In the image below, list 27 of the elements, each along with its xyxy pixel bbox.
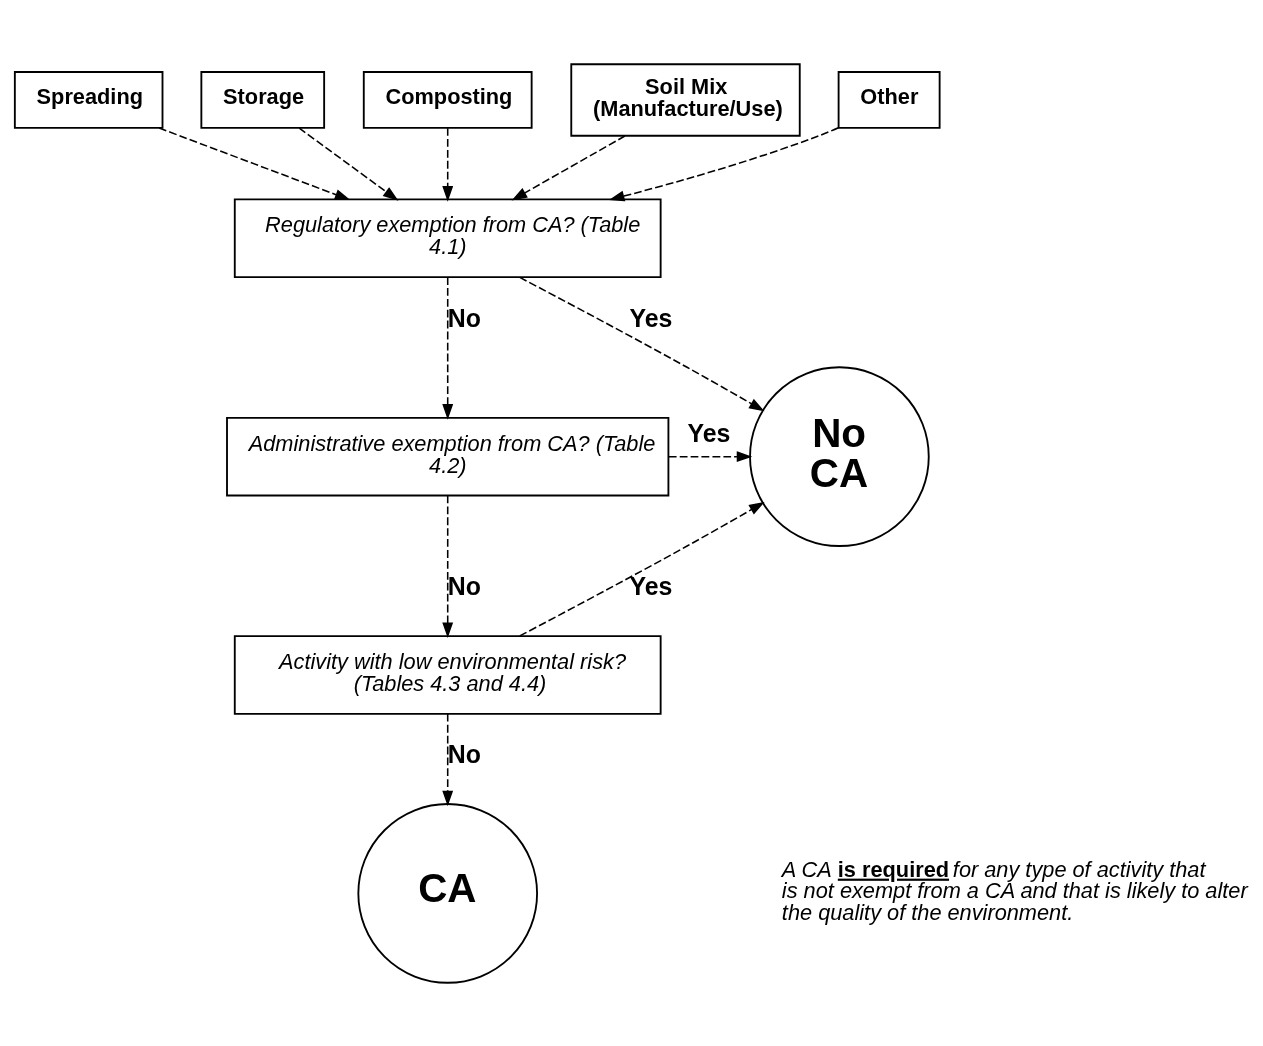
node-circle: CA bbox=[357, 802, 538, 984]
arrow bbox=[442, 494, 454, 638]
arrow bbox=[298, 126, 399, 201]
arrow bbox=[667, 450, 753, 462]
arrow bbox=[519, 501, 765, 637]
edge-label: No bbox=[447, 303, 481, 332]
node-box: Storage bbox=[200, 70, 326, 129]
arrow bbox=[442, 712, 454, 806]
edge-label: No bbox=[447, 571, 481, 600]
node-box: Soil Mix (Manufacture/Use) bbox=[570, 62, 801, 137]
node-box: Other bbox=[837, 70, 941, 129]
node-box: Activity with low environmental risk? (Tables 4.3 and 4.4) bbox=[233, 634, 662, 715]
edge-label: Yes bbox=[629, 571, 673, 600]
edge-label: No bbox=[447, 739, 481, 768]
arrow bbox=[519, 276, 765, 411]
node-box: Administrative exemption from CA? (Table 4.2) bbox=[226, 416, 670, 496]
node-box: Composting bbox=[362, 70, 533, 129]
arrow bbox=[442, 276, 454, 420]
node-box: Regulatory exemption from CA? (Table 4.1) bbox=[233, 198, 662, 278]
node-box: Spreading bbox=[13, 70, 164, 129]
arrow bbox=[442, 126, 454, 202]
arrow bbox=[158, 126, 351, 200]
arrow bbox=[608, 126, 840, 201]
edge-label: Yes bbox=[687, 418, 731, 447]
edge-label: Yes bbox=[629, 303, 673, 332]
arrow bbox=[511, 134, 626, 200]
label: A CA is required for any type of activity that is not exempt from a CA and that is likely to alter the quality of the environment. bbox=[781, 856, 1248, 925]
